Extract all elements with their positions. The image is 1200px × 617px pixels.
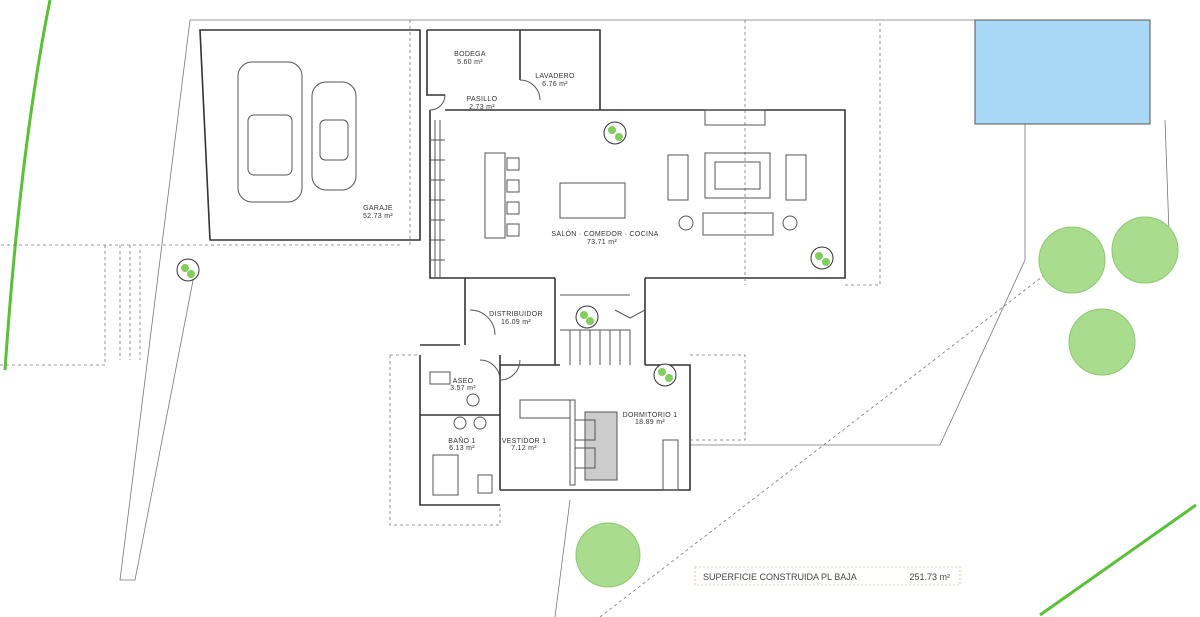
room-area: 6.76 m² [542, 81, 568, 88]
small-trees [176, 121, 834, 387]
room-area: 18.89 m² [635, 419, 665, 426]
room-name: DISTRIBUIDOR [489, 311, 543, 318]
room-name: SALÓN · COMEDOR · COCINA [551, 229, 658, 238]
room-area: 3.57 m² [450, 385, 476, 392]
room-area: 16.09 m² [501, 319, 531, 326]
grass-boundary [3, 0, 1197, 617]
room-area: 6.13 m² [449, 445, 475, 452]
room-name: VESTIDOR 1 [502, 438, 547, 445]
room-area: 52.73 m² [363, 213, 393, 220]
site-lines [0, 19, 1171, 617]
cars [237, 61, 357, 203]
large-trees [575, 216, 1179, 588]
room-name: PASILLO [467, 96, 498, 103]
furniture [429, 109, 807, 496]
summary-value: 251.73 m² [909, 572, 950, 582]
room-name: BAÑO 1 [448, 436, 475, 445]
surface-summary: SUPERFICIE CONSTRUIDA PL BAJA 251.73 m² [694, 566, 961, 586]
room-area: 73.71 m² [587, 239, 617, 246]
room-area: 2.73 m² [469, 104, 495, 111]
room-name: ASEO [453, 378, 474, 385]
room-labels: GARAJE 52.73 m² BODEGA 5.60 m² LAVADERO … [363, 51, 677, 452]
room-area: 5.60 m² [457, 59, 483, 66]
walls [199, 20, 881, 526]
room-name: DORMITORIO 1 [623, 412, 678, 419]
summary-label: SUPERFICIE CONSTRUIDA PL BAJA [703, 572, 857, 582]
room-name: LAVADERO [535, 73, 575, 80]
room-name: GARAJE [363, 205, 393, 212]
doors [429, 79, 541, 381]
pool [974, 19, 1151, 125]
room-area: 7.12 m² [511, 445, 537, 452]
room-name: BODEGA [454, 51, 486, 58]
